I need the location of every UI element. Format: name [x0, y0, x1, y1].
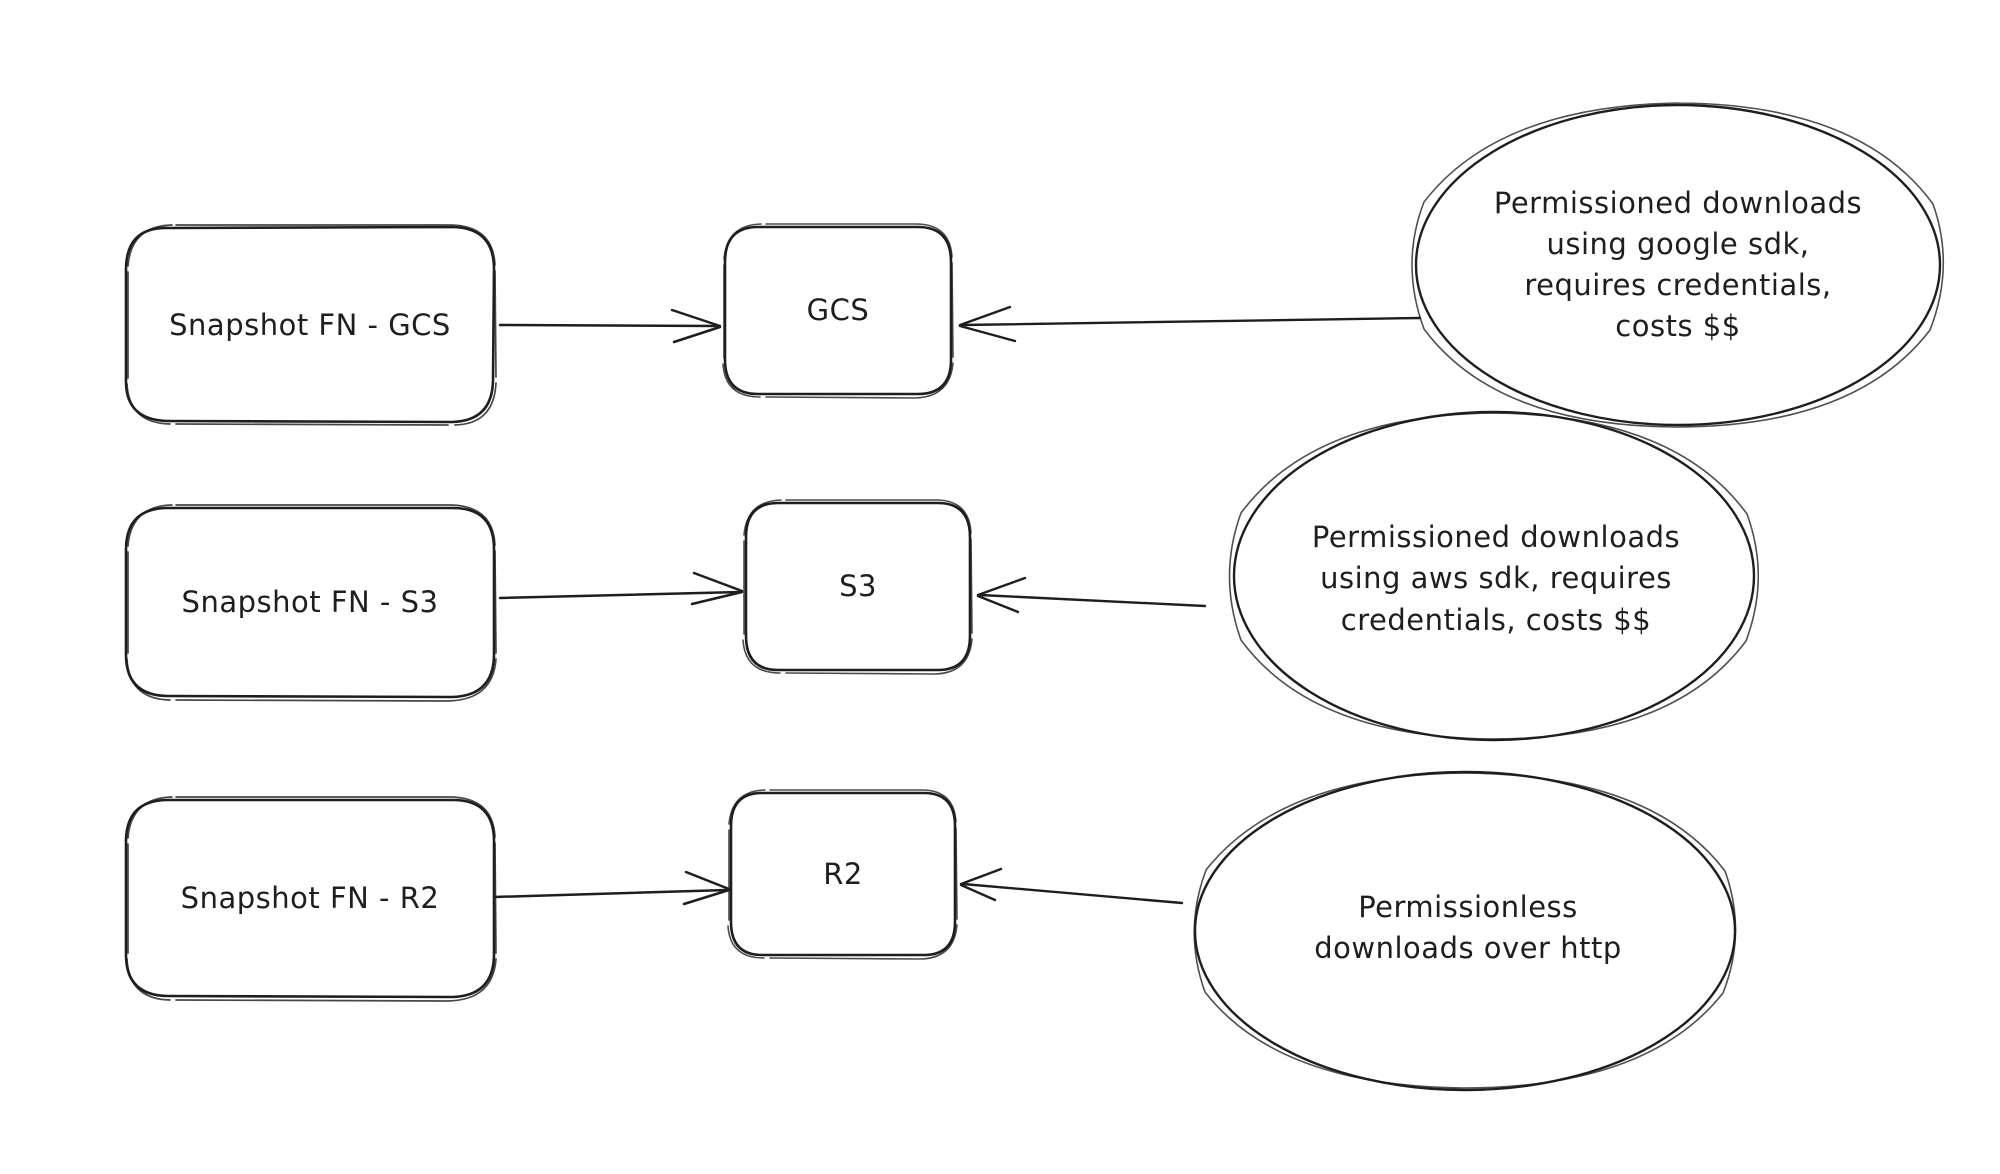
- arrow-note-r2-to-r2: [959, 867, 1184, 905]
- note-r2-shape[interactable]: [1193, 770, 1737, 1092]
- row-r2: [124, 770, 1737, 1092]
- arrow-note-gcs-to-gcs: [958, 305, 1422, 343]
- arrow-snapshot-gcs-to-gcs: [498, 308, 722, 344]
- row-s3: [124, 410, 1760, 742]
- row-gcs: [124, 102, 1945, 428]
- node-s3-shape[interactable]: [742, 499, 973, 675]
- node-r2-shape[interactable]: [727, 789, 958, 960]
- arrow-snapshot-s3-to-s3: [498, 571, 744, 606]
- arrow-snapshot-r2-to-r2: [492, 870, 731, 906]
- arrow-note-s3-to-s3: [976, 576, 1207, 614]
- note-s3-shape[interactable]: [1228, 410, 1760, 742]
- node-gcs-shape[interactable]: [722, 223, 954, 399]
- node-snapshot-fn-gcs-shape[interactable]: [124, 224, 497, 426]
- node-snapshot-fn-s3-shape[interactable]: [124, 504, 497, 702]
- note-gcs-shape[interactable]: [1411, 102, 1945, 428]
- node-snapshot-fn-r2-shape[interactable]: [124, 796, 497, 1002]
